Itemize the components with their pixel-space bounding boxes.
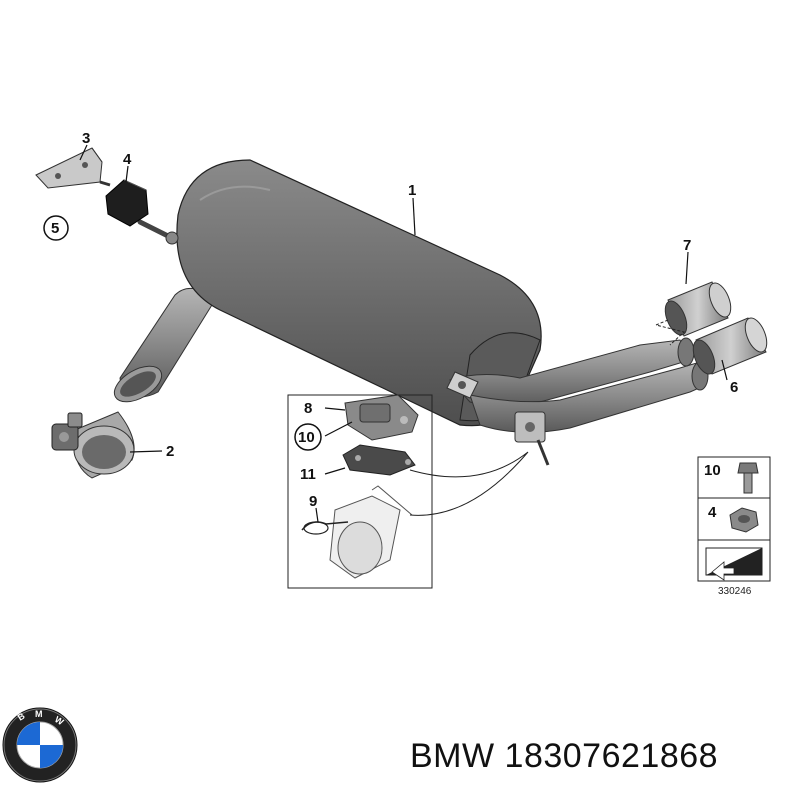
callout-1: 1 [408,182,416,199]
callout-4: 4 [123,151,132,168]
pipe-hanger-bracket [514,411,550,466]
rubber-mount-4 [105,179,149,227]
bolt-icon [737,462,759,494]
callout-10-circle [294,423,322,451]
callout-10: 10 [298,429,315,446]
part-number: 18307621868 [504,737,719,775]
brand-name: BMW [410,737,495,775]
hanger-bracket-detail [329,485,413,579]
callout-8: 8 [304,400,312,417]
legend-label-10: 10 [704,462,721,479]
detail-box [287,394,433,589]
callout-9: 9 [309,493,317,510]
callout-7: 7 [683,237,691,254]
rubber-hanger [446,371,479,399]
brand-part-number: BMW 18307621868 [410,737,718,776]
exhaust-tip-7 [664,281,732,337]
tip-connector-lines [654,319,686,346]
callout-5-circle [43,215,69,241]
leader-lines [79,144,728,523]
hanger-8 [344,394,419,441]
svg-text:M: M [35,709,43,719]
svg-text:B: B [16,711,27,723]
callout-6: 6 [730,379,738,396]
bracket-11 [342,444,416,476]
nut-icon [729,507,759,533]
diagram-id: 330246 [718,586,752,597]
bmw-logo: B M W [2,707,78,783]
fastener-legend: 10 4 [697,456,771,582]
wedge-arrow-icon [705,547,763,581]
mounting-bolt [137,219,179,245]
detail-connector-lines [409,451,529,516]
clamp-2 [51,411,135,479]
bracket-3 [35,147,111,189]
inlet-pipe [113,287,216,403]
callout-2: 2 [166,443,174,460]
callout-5: 5 [51,220,59,237]
callout-3: 3 [82,130,90,147]
callout-11: 11 [300,466,316,483]
exhaust-tip-6 [692,317,768,375]
legend-label-4: 4 [708,504,717,521]
clip-9 [301,521,349,535]
